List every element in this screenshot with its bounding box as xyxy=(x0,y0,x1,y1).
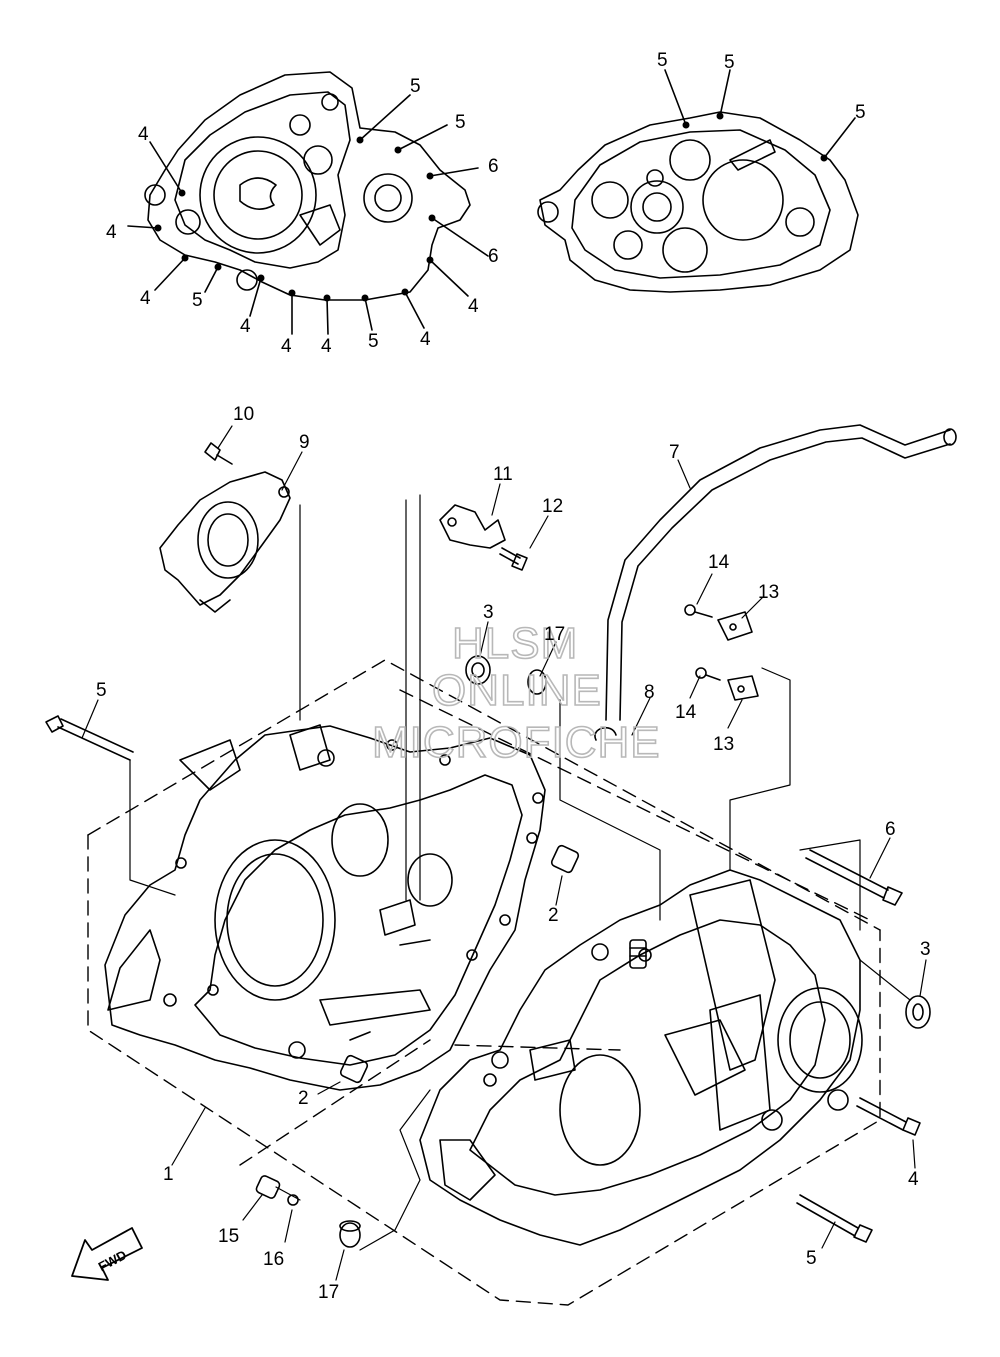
callout-1: 1 xyxy=(163,1164,174,1185)
watermark-line2: ONLINE xyxy=(432,666,602,715)
callout-3: 3 xyxy=(920,939,931,960)
callout-6: 6 xyxy=(488,156,499,177)
callout-4: 4 xyxy=(468,296,479,317)
callout-13: 13 xyxy=(713,734,734,755)
callout-8: 8 xyxy=(644,682,655,703)
callout-17: 17 xyxy=(544,624,565,645)
callout-17: 17 xyxy=(318,1282,339,1303)
watermark: HLSM ONLINE MICROFICHE xyxy=(371,618,661,768)
callout-numbers: 4 4 4 5 4 4 4 5 4 4 6 6 5 5 5 5 5 10 9 1… xyxy=(96,50,931,1303)
callout-11: 11 xyxy=(493,464,513,485)
callout-13: 13 xyxy=(758,582,779,603)
callout-6: 6 xyxy=(488,246,499,267)
callout-4: 4 xyxy=(420,329,431,350)
right-case-half-view xyxy=(537,111,859,293)
callout-4: 4 xyxy=(140,288,151,309)
callout-5: 5 xyxy=(192,290,203,311)
assembly-guide-lines xyxy=(87,659,881,1306)
callout-4: 4 xyxy=(106,222,117,243)
bolts xyxy=(45,442,921,1243)
callout-14: 14 xyxy=(708,552,730,573)
callout-5: 5 xyxy=(855,102,866,123)
callout-4: 4 xyxy=(138,124,149,145)
callout-3: 3 xyxy=(483,602,494,623)
callout-4: 4 xyxy=(240,316,251,337)
breather-hose xyxy=(594,424,957,741)
callout-7: 7 xyxy=(669,442,680,463)
callout-4: 4 xyxy=(281,336,292,357)
lower-leader-lines xyxy=(81,425,927,1281)
watermark-line1: HLSM xyxy=(452,619,578,668)
callout-4: 4 xyxy=(321,336,332,357)
plug-and-bushing xyxy=(629,939,647,969)
callout-5: 5 xyxy=(96,680,107,701)
callout-16: 16 xyxy=(263,1249,284,1270)
callout-12: 12 xyxy=(542,496,563,517)
fwd-arrow-icon xyxy=(71,1227,143,1281)
callout-5: 5 xyxy=(368,331,379,352)
callout-9: 9 xyxy=(299,432,310,453)
callout-2: 2 xyxy=(548,905,559,926)
upper-leader-lines xyxy=(127,69,856,335)
callout-5: 5 xyxy=(455,112,466,133)
brackets xyxy=(439,504,759,701)
callout-2: 2 xyxy=(298,1088,309,1109)
reference-lines xyxy=(129,494,911,1251)
callout-14: 14 xyxy=(675,702,697,723)
callout-15: 15 xyxy=(218,1226,239,1247)
left-case-half-view xyxy=(144,71,471,301)
fwd-label: FWD xyxy=(96,1247,129,1274)
callout-10: 10 xyxy=(233,404,254,425)
watermark-line3: MICROFICHE xyxy=(372,718,661,767)
callout-6: 6 xyxy=(885,819,896,840)
callout-5: 5 xyxy=(724,52,735,73)
callout-5: 5 xyxy=(806,1248,817,1269)
bearing-retainer-plate xyxy=(159,471,291,613)
callout-5: 5 xyxy=(410,76,421,97)
left-crankcase-half xyxy=(104,724,546,1091)
callout-4: 4 xyxy=(908,1169,919,1190)
callout-5: 5 xyxy=(657,50,668,71)
small-parts xyxy=(255,655,931,1248)
